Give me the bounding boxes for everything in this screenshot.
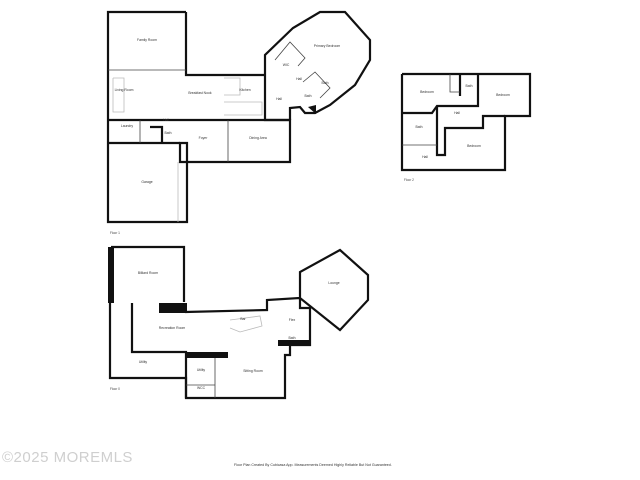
room-label: WIC	[283, 63, 290, 67]
room-label: Kitchen	[239, 88, 250, 92]
floor-0-room-labels: Billiard Room Recreation Room Bar Lounge…	[138, 271, 340, 390]
room-label: Hall	[296, 77, 302, 81]
room-label: Bedroom	[467, 144, 481, 148]
room-label: Bath	[165, 131, 172, 135]
room-label: Bedroom	[420, 90, 434, 94]
room-label: Billiard Room	[138, 271, 158, 275]
room-label: Bath	[322, 81, 329, 85]
room-label: Sitting Room	[243, 369, 263, 373]
floor-2-room-labels: Bedroom Bath Bedroom Hall Bath Hall Bedr…	[416, 84, 511, 159]
room-label: WCC	[197, 386, 206, 390]
room-label: Family Room	[137, 38, 157, 42]
floor-2-plan	[400, 72, 532, 172]
room-label: Hall	[454, 111, 460, 115]
floor-1-room-labels: Family Room Living Room Breakfast Nook K…	[115, 38, 341, 184]
room-label: Bath	[416, 125, 423, 129]
floor-label: Floor 1	[110, 231, 120, 235]
disclaimer: Floor Plan Created By Cubicasa App. Meas…	[234, 463, 392, 467]
room-label: Breakfast Nook	[188, 91, 211, 95]
room-label: Bedroom	[496, 93, 510, 97]
floor-label: Floor 2	[404, 178, 414, 182]
room-label: Garage	[141, 180, 152, 184]
room-label: Bath	[289, 336, 296, 340]
room-label: Foyer	[199, 136, 209, 140]
room-label: Flex	[289, 318, 296, 322]
room-label: Primary Bedroom	[314, 44, 341, 48]
room-label: Hall	[422, 155, 428, 159]
floor-0-plan	[108, 245, 370, 400]
room-label: Hall	[163, 118, 169, 122]
room-label: Utility	[139, 360, 148, 364]
room-label: Living Room	[115, 88, 134, 92]
room-label: Bath	[305, 94, 312, 98]
room-label: Lounge	[328, 281, 339, 285]
room-label: Bar	[240, 317, 246, 321]
floor-label: Floor 0	[110, 387, 120, 391]
room-label: Utility	[197, 368, 206, 372]
room-label: Hall	[276, 97, 282, 101]
floor-1-plan	[106, 10, 372, 224]
watermark: ©2025 MOREMLS	[2, 449, 133, 466]
room-label: Recreation Room	[159, 326, 186, 330]
room-label: Bath	[466, 84, 473, 88]
room-label: Laundry	[121, 124, 134, 128]
room-label: Dining Area	[249, 136, 267, 140]
